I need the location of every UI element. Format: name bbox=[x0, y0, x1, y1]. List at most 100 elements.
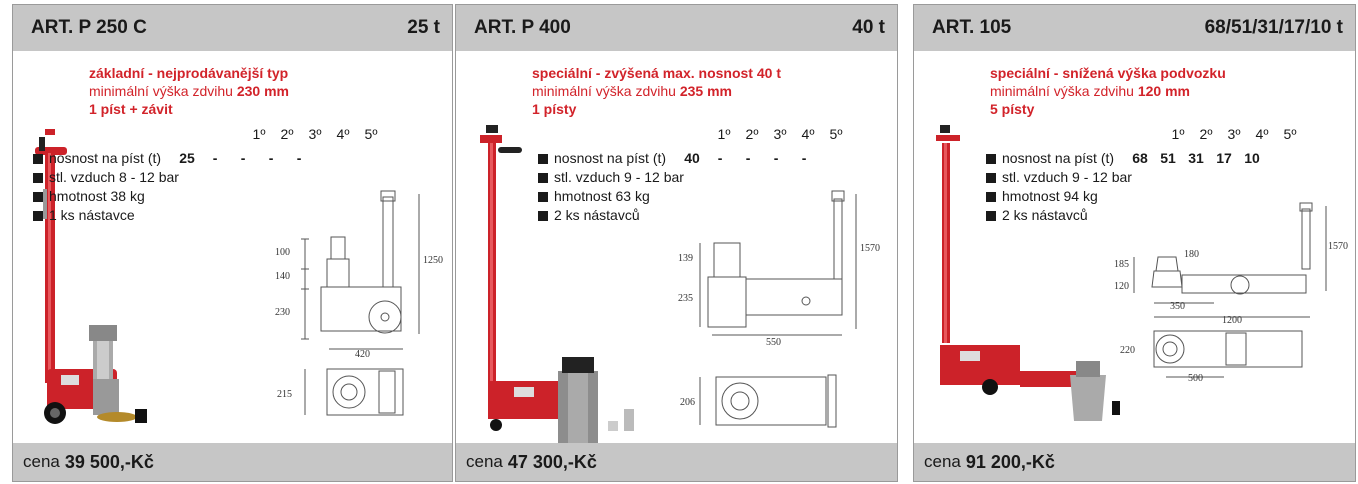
desc-line-2-value: 120 mm bbox=[1137, 83, 1190, 99]
spec-text: hmotnost 63 kg bbox=[554, 188, 650, 204]
dim-label: 100 bbox=[275, 247, 290, 258]
spec-text: stl. vzduch 9 - 12 bar bbox=[554, 169, 684, 185]
dim-label: 140 bbox=[275, 271, 290, 282]
stage-label: 4º bbox=[801, 126, 815, 142]
capacity-value: - bbox=[240, 150, 246, 166]
capacity-values: 68 51 31 17 10 bbox=[1126, 149, 1266, 168]
price-bar: cena 39 500,-Kč bbox=[13, 443, 452, 481]
capacity-values: 40 - - - - bbox=[678, 149, 818, 168]
panel-header: ART. P 400 40 t bbox=[456, 5, 897, 51]
spec-text: 2 ks nástavců bbox=[554, 207, 640, 223]
bullet-square-icon bbox=[33, 153, 43, 164]
stage-label: 4º bbox=[336, 126, 350, 142]
capacity-values: 25 - - - - bbox=[173, 149, 313, 168]
bullet-square-icon bbox=[986, 172, 996, 183]
capacity-value: 25 bbox=[179, 150, 195, 166]
product-capacity: 25 t bbox=[407, 17, 440, 38]
dim-label: 180 bbox=[1184, 249, 1199, 260]
capacity-value: 51 bbox=[1160, 150, 1176, 166]
spec-text: 1 ks nástavce bbox=[49, 207, 135, 223]
bullet-square-icon bbox=[538, 210, 548, 221]
capacity-value: 31 bbox=[1188, 150, 1204, 166]
price-bar: cena 47 300,-Kč bbox=[456, 443, 897, 481]
product-title: ART. P 400 bbox=[474, 17, 571, 38]
stage-header: 1º 2º 3º 4º 5º bbox=[710, 126, 850, 142]
stage-label: 2º bbox=[1199, 126, 1213, 142]
stage-label: 3º bbox=[308, 126, 322, 142]
stage-label: 1º bbox=[1171, 126, 1185, 142]
bullet-square-icon bbox=[33, 172, 43, 183]
desc-line-1: základní - nejprodávanější typ bbox=[89, 65, 289, 81]
spec-item: nosnost na píst (t) 68 51 31 17 10 bbox=[986, 149, 1266, 168]
dim-label: 120 bbox=[1114, 281, 1129, 292]
stage-label: 3º bbox=[1227, 126, 1241, 142]
spec-text: hmotnost 38 kg bbox=[49, 188, 145, 204]
dim-label: 230 bbox=[275, 307, 290, 318]
price-value: 39 500,-Kč bbox=[64, 451, 154, 472]
product-title: ART. 105 bbox=[932, 17, 1012, 38]
desc-line-2-prefix: minimální výška zdvihu bbox=[89, 83, 237, 99]
bullet-square-icon bbox=[986, 153, 996, 164]
capacity-value: - bbox=[801, 150, 807, 166]
dim-label: 1570 bbox=[860, 243, 880, 254]
capacity-value: - bbox=[268, 150, 274, 166]
spec-item: stl. vzduch 9 - 12 bar bbox=[986, 168, 1266, 187]
spec-item: hmotnost 94 kg bbox=[986, 187, 1266, 206]
product-panel-p250c: ART. P 250 C 25 t základní - nejprodávan… bbox=[12, 4, 453, 482]
bullet-square-icon bbox=[986, 191, 996, 202]
capacity-value: - bbox=[717, 150, 723, 166]
desc-line-1: speciální - snížená výška podvozku bbox=[990, 65, 1226, 81]
spec-text: nosnost na píst (t) bbox=[554, 150, 667, 166]
spec-item: 2 ks nástavců bbox=[986, 206, 1266, 225]
stage-label: 1º bbox=[717, 126, 731, 142]
capacity-value: 68 bbox=[1132, 150, 1148, 166]
capacity-value: - bbox=[773, 150, 779, 166]
stage-header: 1º 2º 3º 4º 5º bbox=[245, 126, 385, 142]
technical-drawing: 185 120 180 1570 350 1200 220 500 bbox=[1114, 202, 1348, 384]
spec-item: hmotnost 38 kg bbox=[33, 187, 313, 206]
dim-label: 185 bbox=[1114, 259, 1129, 270]
capacity-value: 10 bbox=[1244, 150, 1260, 166]
desc-line-3: 1 písty bbox=[532, 101, 577, 117]
dim-label: 215 bbox=[277, 389, 292, 400]
jack-image bbox=[35, 129, 147, 424]
spec-text: stl. vzduch 9 - 12 bar bbox=[1002, 169, 1132, 185]
dim-label: 550 bbox=[766, 337, 781, 348]
stage-header: 1º 2º 3º 4º 5º bbox=[1164, 126, 1304, 142]
desc-line-2-value: 230 mm bbox=[236, 83, 289, 99]
dim-label: 220 bbox=[1120, 345, 1135, 356]
bullet-square-icon bbox=[538, 153, 548, 164]
product-panel-p400: ART. P 400 40 t speciální - zvýšená max.… bbox=[455, 4, 898, 482]
bullet-square-icon bbox=[986, 210, 996, 221]
product-capacity: 68/51/31/17/10 t bbox=[1204, 17, 1343, 38]
spec-list: nosnost na píst (t) 25 - - - - stl. vzdu… bbox=[33, 149, 313, 225]
dim-label: 139 bbox=[678, 253, 693, 264]
product-capacity: 40 t bbox=[852, 17, 885, 38]
bullet-square-icon bbox=[538, 172, 548, 183]
technical-drawing: 100 140 230 1250 420 215 bbox=[275, 190, 443, 416]
dim-label: 235 bbox=[678, 293, 693, 304]
stage-label: 1º bbox=[252, 126, 266, 142]
capacity-value: - bbox=[745, 150, 751, 166]
desc-line-2-prefix: minimální výška zdvihu bbox=[532, 83, 680, 99]
desc-line-2-prefix: minimální výška zdvihu bbox=[990, 83, 1138, 99]
bullet-square-icon bbox=[33, 210, 43, 221]
spec-text: nosnost na píst (t) bbox=[1002, 150, 1115, 166]
technical-drawing: 139 235 1570 550 206 bbox=[678, 190, 880, 428]
price-bar: cena 91 200,-Kč bbox=[914, 443, 1355, 481]
stage-label: 5º bbox=[364, 126, 378, 142]
spec-item: stl. vzduch 9 - 12 bar bbox=[538, 168, 818, 187]
dim-label: 350 bbox=[1170, 301, 1185, 312]
price-label: cena bbox=[466, 452, 503, 471]
desc-line-3: 5 písty bbox=[990, 101, 1035, 117]
capacity-value: - bbox=[212, 150, 218, 166]
product-description: speciální - snížená výška podvozku minim… bbox=[990, 64, 1226, 118]
desc-line-3: 1 píst + závit bbox=[89, 101, 173, 117]
product-description: základní - nejprodávanější typ minimální… bbox=[89, 64, 289, 118]
dim-label: 1250 bbox=[423, 255, 443, 266]
spec-item: nosnost na píst (t) 25 - - - - bbox=[33, 149, 313, 168]
spec-item: stl. vzduch 8 - 12 bar bbox=[33, 168, 313, 187]
product-panel-105: ART. 105 68/51/31/17/10 t speciální - sn… bbox=[913, 4, 1356, 482]
dim-label: 500 bbox=[1188, 373, 1203, 384]
price-value: 91 200,-Kč bbox=[965, 451, 1055, 472]
